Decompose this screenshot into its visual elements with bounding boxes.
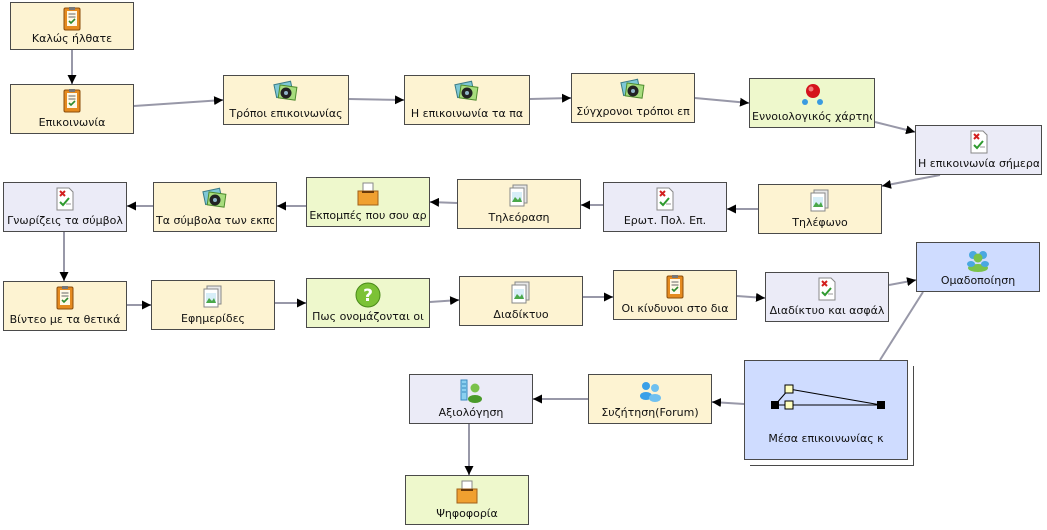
activity-node[interactable]: Ψηφοφορία [405, 475, 529, 525]
document-clipboard-icon [662, 274, 688, 300]
node-label: Οι κίνδυνοι στο δια [621, 302, 729, 315]
connector-arrow [888, 277, 917, 287]
node-label: Εκπομπές που σου αρ [309, 209, 427, 222]
activity-node[interactable]: Εφημερίδες [151, 280, 275, 330]
activity-node[interactable]: Βίντεο με τα θετικά [3, 281, 127, 331]
connector-arrow [711, 398, 745, 408]
activity-node[interactable]: Ερωτ. Πολ. Επ. [603, 182, 727, 232]
activity-node[interactable]: Συζήτηση(Forum) [588, 374, 712, 424]
image-file-icon [508, 280, 534, 306]
node-label: Αξιολόγηση [438, 406, 504, 419]
activity-node[interactable]: Εννοιολογικός χάρτης [749, 78, 875, 128]
media-slides-icon [620, 77, 646, 103]
connector-arrow [429, 197, 458, 207]
svg-text:?: ? [363, 286, 373, 306]
node-label: Μέσα επικοινωνίας κ [768, 432, 884, 445]
activity-node[interactable]: Διαδίκτυο και ασφάλ [765, 272, 889, 322]
image-file-icon [200, 284, 226, 310]
activity-node[interactable]: Τηλέφωνο [758, 184, 882, 234]
node-label: Διαδίκτυο και ασφάλ [769, 304, 885, 317]
node-label: Γνωρίζεις τα σύμβολ [7, 214, 123, 227]
connector-arrow [529, 93, 572, 103]
group-users-icon [965, 246, 991, 272]
activity-node[interactable]: Γνωρίζεις τα σύμβολ [3, 182, 127, 232]
node-label: Ομαδοποίηση [940, 274, 1016, 287]
connector-arrow [348, 95, 405, 105]
assessment-user-icon [458, 378, 484, 404]
node-label: Διαδίκτυο [493, 308, 549, 321]
activity-node[interactable]: Διαδίκτυο [459, 276, 583, 326]
media-slides-icon [273, 79, 299, 105]
activity-node[interactable]: Τρόποι επικοινωνίας [223, 75, 349, 125]
ballot-box-icon [355, 181, 381, 207]
activity-node[interactable]: Αξιολόγηση [409, 374, 533, 424]
connector-arrow [881, 174, 941, 189]
subgraph-preview-icon [769, 381, 889, 421]
document-clipboard-icon [52, 285, 78, 311]
activity-node[interactable]: Μέσα επικοινωνίας κ [744, 360, 908, 460]
connector-arrow [879, 291, 924, 361]
node-label: Συζήτηση(Forum) [601, 406, 699, 419]
connector-arrow [874, 121, 916, 135]
activity-node[interactable]: Τα σύμβολα των εκπο [153, 182, 277, 232]
node-label: Τηλεόραση [488, 211, 550, 224]
activity-node[interactable]: Τηλεόραση [457, 179, 581, 229]
activity-node[interactable]: Η επικοινωνία σήμερα [915, 125, 1042, 175]
node-label: Τα σύμβολα των εκπο [156, 214, 274, 227]
activity-node[interactable]: Η επικοινωνία τα πα [404, 75, 530, 125]
node-label: Τηλέφωνο [792, 216, 848, 229]
quiz-check-icon [814, 276, 840, 302]
image-file-icon [506, 183, 532, 209]
node-label: Ερωτ. Πολ. Επ. [623, 214, 707, 227]
node-label: Τρόποι επικοινωνίας [229, 107, 343, 120]
document-clipboard-icon [59, 88, 85, 114]
connector-arrow [429, 296, 460, 306]
node-label: Εννοιολογικός χάρτης [752, 110, 872, 123]
node-label: Η επικοινωνία τα πα [410, 107, 524, 120]
activity-node[interactable]: Σύγχρονοι τρόποι επ [571, 73, 695, 123]
document-clipboard-icon [59, 6, 85, 32]
activity-node[interactable]: Ομαδοποίηση [916, 242, 1040, 292]
quiz-check-icon [966, 129, 992, 155]
quiz-check-icon [52, 186, 78, 212]
activity-node[interactable]: Επικοινωνία [10, 84, 134, 134]
connector-arrow [133, 96, 224, 107]
connector-arrow [736, 292, 766, 302]
activity-node[interactable]: Εκπομπές που σου αρ [306, 177, 430, 227]
quiz-check-icon [652, 186, 678, 212]
node-label: Επικοινωνία [38, 116, 106, 129]
forum-users-icon [637, 378, 663, 404]
node-label: Η επικοινωνία σήμερα [918, 157, 1039, 170]
node-label: Σύγχρονοι τρόποι επ [576, 105, 690, 118]
activity-node[interactable]: ? Πως ονομάζονται οι [306, 278, 430, 328]
activity-node[interactable]: Οι κίνδυνοι στο δια [613, 270, 737, 320]
connector-arrow [694, 97, 750, 107]
node-label: Πως ονομάζονται οι [312, 310, 424, 323]
question-mark-icon: ? [355, 282, 381, 308]
node-label: Βίντεο με τα θετικά [9, 313, 121, 326]
ballot-box-icon [454, 479, 480, 505]
media-slides-icon [454, 79, 480, 105]
node-label: Καλώς ήλθατε [31, 32, 113, 45]
image-file-icon [807, 188, 833, 214]
node-label: Ψηφοφορία [436, 507, 498, 520]
concept-map-icon [799, 82, 825, 108]
activity-node[interactable]: Καλώς ήλθατε [10, 2, 134, 50]
media-slides-icon [202, 186, 228, 212]
node-label: Εφημερίδες [181, 312, 245, 325]
